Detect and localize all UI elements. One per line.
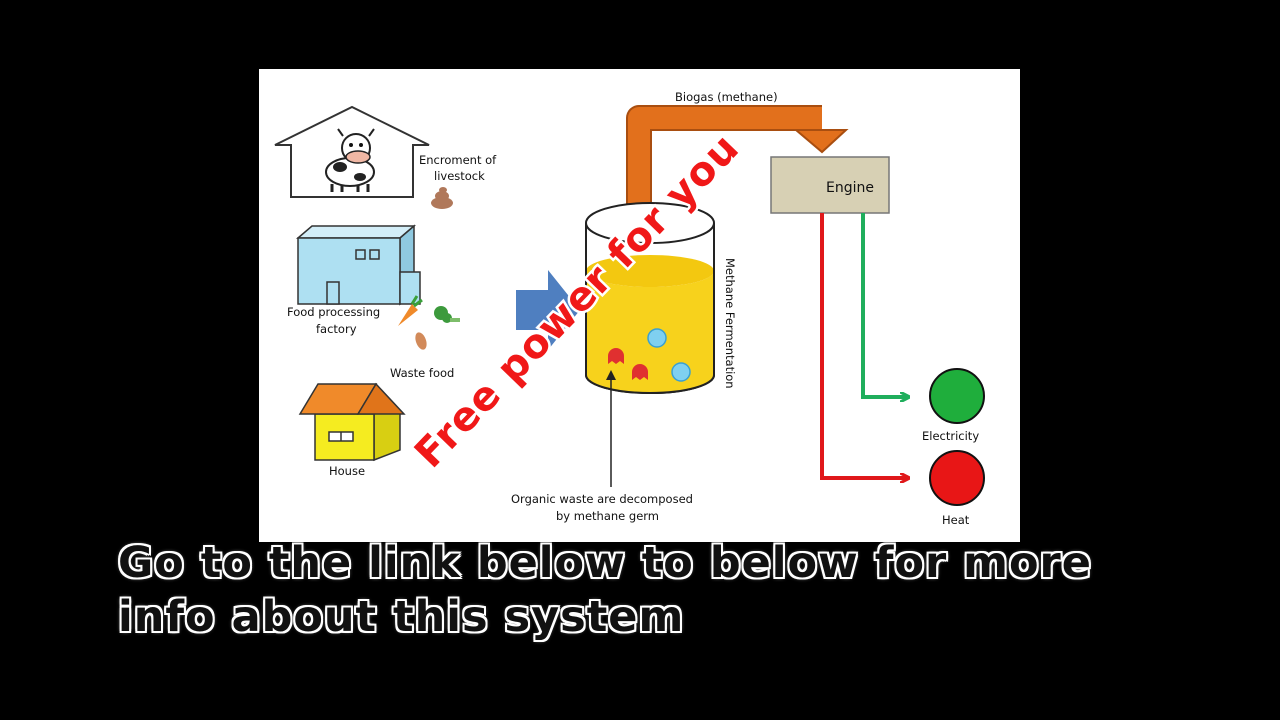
heat-line [820,213,908,478]
biogas-arrowhead [793,129,849,154]
input-arrow-icon [516,270,580,350]
factory-label-line1: Food processing [287,305,380,319]
livestock-label-line1: Encroment of [419,153,497,167]
biogas-label: Biogas (methane) [675,90,778,104]
electricity-light-icon [929,368,985,424]
caption-line-1: Go to the link below to below for more [118,538,1092,588]
heat-light-icon [929,450,985,506]
factory-label-line2: factory [316,322,357,336]
caption-line-2: info about this system [118,592,685,642]
fermentation-label: Methane Fermentation [723,258,737,389]
heat-label: Heat [942,513,970,527]
vegetables-icon [398,295,460,350]
organic-label-line1: Organic waste are decomposed [511,492,693,506]
waste-food-label: Waste food [390,366,454,380]
cow-icon [325,128,375,192]
electricity-label: Electricity [922,429,979,443]
electricity-line [861,213,908,397]
organic-label-line2: by methane germ [556,509,659,523]
engine-label: Engine [826,180,874,196]
engine-box [770,156,890,214]
house-icon [298,382,406,462]
dung-icon [431,187,453,209]
methane-germ-icon [608,328,691,382]
livestock-label-line2: livestock [434,169,485,183]
factory-icon [295,224,421,306]
house-label: House [329,464,365,478]
